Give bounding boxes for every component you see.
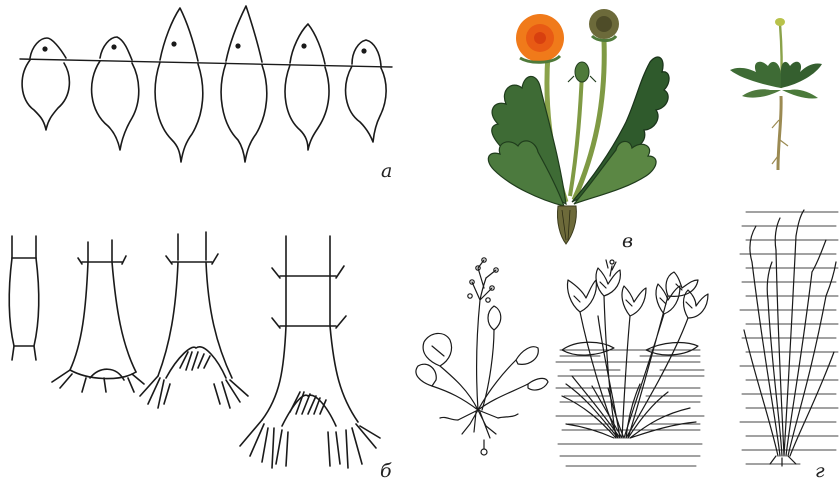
plant-shallow-water xyxy=(556,260,708,466)
leaf-blade-5 xyxy=(488,306,501,330)
leaf-blade-4 xyxy=(528,378,548,390)
stem-stage-4 xyxy=(240,236,380,468)
stem-stage-2 xyxy=(52,240,144,392)
arrow-leaf-4 xyxy=(656,284,680,314)
panel-label-b: б xyxy=(380,460,392,482)
panel-v-dandelion xyxy=(488,9,822,244)
fruit-shape-4 xyxy=(221,6,267,162)
water-hatching xyxy=(556,350,704,466)
panel-a-fruit-series xyxy=(20,6,392,162)
plant-terrestrial xyxy=(416,258,548,455)
fruit-shape-2 xyxy=(92,37,139,150)
water-surface-line xyxy=(20,59,392,67)
leaf-blade-3 xyxy=(416,364,436,386)
panel-label-g: г xyxy=(815,460,825,482)
arrow-leaf-5 xyxy=(666,272,698,296)
stem-stage-1 xyxy=(9,236,39,360)
arrow-leaf-1 xyxy=(568,280,597,312)
plant-submerged xyxy=(740,210,838,466)
leaf-blade-2 xyxy=(516,347,538,365)
dandelion-seedling xyxy=(730,18,822,170)
dandelion-root xyxy=(557,206,576,244)
panel-b-stem-series xyxy=(9,232,380,468)
fruit-shape-5 xyxy=(285,24,329,150)
arrow-leaf-3 xyxy=(622,286,646,316)
stem-stage-3 xyxy=(140,232,248,408)
fruit-shape-6 xyxy=(346,40,387,142)
panel-label-a: а xyxy=(381,160,392,182)
flower-bud xyxy=(575,62,589,82)
fruit-shape-3 xyxy=(155,8,203,162)
water-hatching-deep xyxy=(740,212,838,464)
fruit-shape-1 xyxy=(22,38,69,130)
seedling-root xyxy=(778,96,781,170)
panel-label-v: в xyxy=(622,230,633,252)
